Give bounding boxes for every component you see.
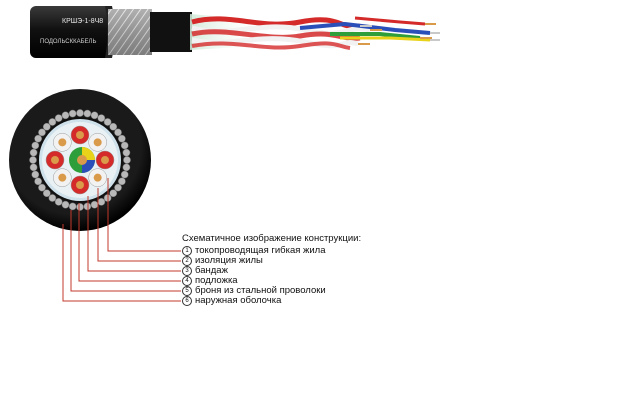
legend-item: 2 изоляция жилы	[182, 256, 361, 266]
outer-sheath-side	[30, 6, 112, 58]
armor-wire	[54, 114, 63, 122]
leader-lines	[62, 178, 181, 302]
armor-wire	[122, 148, 131, 157]
leader-line-6	[62, 224, 181, 302]
armor-wire	[29, 148, 38, 157]
legend-label: токопроводящая гибкая жила	[195, 245, 326, 256]
legend-number: 2	[182, 256, 192, 266]
armor-wire	[122, 163, 131, 172]
legend-label: бандаж	[195, 265, 228, 276]
core-conductor	[58, 138, 67, 147]
cable-side-view: КРШЭ-1-8Ч8 ПОДОЛЬСККАБЕЛЬ	[30, 6, 440, 58]
armor-wire	[48, 118, 57, 126]
legend-item: 5 броня из стальной проволоки	[182, 286, 361, 296]
legend-number: 6	[182, 296, 192, 306]
armor-wire	[31, 170, 40, 179]
legend-number: 3	[182, 266, 192, 276]
armor-wire	[97, 114, 106, 122]
legend-item: 6 наружная оболочка	[182, 296, 361, 306]
armor-wire	[76, 203, 84, 211]
armor-wire	[34, 177, 42, 186]
cable-maker-print: ПОДОЛЬСККАБЕЛЬ	[40, 39, 96, 45]
armor-wire	[29, 163, 38, 172]
armor-wire	[76, 109, 84, 117]
armor-wire	[97, 198, 106, 206]
cable-brand-print: КРШЭ-1-8Ч8	[62, 18, 103, 25]
armor-wire	[31, 141, 40, 150]
legend-item: 3 бандаж	[182, 266, 361, 276]
legend-number: 1	[182, 246, 192, 256]
armor-wire	[61, 200, 70, 209]
leader-line-5	[70, 210, 181, 292]
armor-wire	[38, 128, 46, 137]
core-conductor	[101, 156, 109, 164]
leader-line-1	[107, 178, 181, 252]
legend-label: броня из стальной проволоки	[195, 285, 326, 296]
armor-wire	[109, 189, 118, 198]
armor-wire	[83, 202, 92, 211]
legend-label: изоляция жилы	[195, 255, 263, 266]
armor-wire	[61, 111, 70, 120]
core-conductor	[76, 181, 84, 189]
armor-wire	[90, 200, 99, 209]
armor-wire	[42, 122, 51, 131]
armor-wires-ring	[29, 109, 131, 211]
legend-title: Схематичное изображение конструкции:	[182, 233, 362, 244]
armor-wire	[109, 122, 118, 131]
legend-number: 5	[182, 286, 192, 296]
leader-line-4	[78, 203, 181, 282]
cores-side	[191, 16, 440, 50]
armor-wire	[83, 109, 92, 118]
armor-wire	[120, 141, 129, 150]
core-conductor	[93, 173, 102, 182]
armor-wire	[68, 109, 77, 118]
armor-wire	[48, 194, 57, 202]
armor-wire	[54, 198, 63, 206]
legend-item: 1 токопроводящая гибкая жила	[182, 246, 361, 256]
leader-line-2	[97, 188, 181, 262]
armor-wire	[123, 156, 131, 164]
legend-number: 4	[182, 276, 192, 286]
armor-wire	[114, 183, 122, 192]
legend-label: наружная оболочка	[195, 295, 282, 306]
armor-wire	[103, 118, 112, 126]
armor-wire	[120, 170, 129, 179]
armor-wire	[114, 128, 122, 137]
cable-cross-section	[9, 89, 151, 231]
armor-wire	[90, 111, 99, 120]
legend-item: 4 подложка	[182, 276, 361, 286]
bedding-side	[150, 12, 192, 52]
core-conductor	[58, 173, 67, 182]
legend-label: подложка	[195, 275, 238, 286]
core-conductor	[76, 131, 84, 139]
armor-wire	[118, 134, 126, 143]
armor-wire	[42, 189, 51, 198]
cores-round	[45, 125, 115, 195]
armor-wire	[29, 156, 37, 164]
armor-wire	[68, 202, 77, 211]
core-conductor	[51, 156, 59, 164]
armor-wire	[38, 183, 46, 192]
leader-line-3	[87, 196, 181, 272]
armor-wire	[118, 177, 126, 186]
construction-legend: Схематичное изображение конструкции: 1 т…	[182, 234, 361, 306]
core-conductor	[93, 138, 102, 147]
armor-wire	[34, 134, 42, 143]
